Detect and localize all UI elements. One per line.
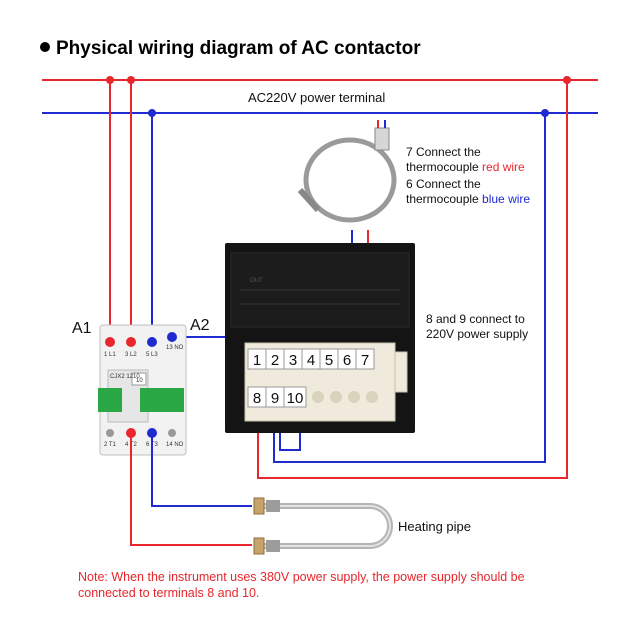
diagram-title: Physical wiring diagram of AC contactor bbox=[40, 38, 421, 60]
a2-label: A2 bbox=[190, 317, 210, 334]
contactor-model-label: CJX2 1210 bbox=[110, 374, 140, 380]
warning-note-line2: connected to terminals 8 and 10. bbox=[78, 586, 259, 600]
contactor-t1-label: 2 T1 bbox=[104, 442, 117, 448]
supply-note-line1: 8 and 9 connect to bbox=[426, 312, 525, 326]
top-terminal-row: 1 2 3 4 5 6 7 bbox=[247, 348, 375, 370]
thermo-red-note-line1: 7 Connect the bbox=[406, 145, 481, 159]
terminal-2-label: 2 bbox=[271, 352, 279, 369]
supply-note-line2: 220V power supply bbox=[426, 327, 528, 341]
terminal-6-label: 6 bbox=[343, 352, 351, 369]
temperature-controller: OUT bbox=[225, 243, 415, 433]
ac-contactor bbox=[98, 324, 187, 456]
thermo-blue-wire-text: blue wire bbox=[482, 192, 530, 206]
terminal-5-label: 5 bbox=[325, 352, 333, 369]
terminal-9-label: 9 bbox=[271, 390, 279, 407]
heating-pipe-label: Heating pipe bbox=[398, 519, 471, 534]
wire-heater-red bbox=[130, 433, 252, 546]
thermocouple-probe bbox=[297, 120, 397, 223]
contactor-l3-label: 5 L3 bbox=[146, 352, 158, 358]
heating-pipe bbox=[253, 497, 393, 555]
wire-supply-8 bbox=[257, 80, 568, 479]
power-terminal-label: AC220V power terminal bbox=[248, 90, 385, 105]
terminal-10-label: 10 bbox=[287, 390, 304, 407]
contactor-l2-label: 3 L2 bbox=[125, 352, 137, 358]
terminal-8-label: 8 bbox=[253, 390, 261, 407]
terminal-7-label: 7 bbox=[361, 352, 369, 369]
thermo-red-note-line2: thermocouple red wire bbox=[406, 160, 525, 174]
bottom-terminal-row: 8 9 10 bbox=[247, 386, 378, 408]
contactor-13-label: 13 NO bbox=[166, 345, 184, 351]
svg-text:OUT: OUT bbox=[250, 278, 263, 284]
contactor-aux-label: 10 bbox=[136, 378, 143, 384]
thermo-blue-note-line2: thermocouple blue wire bbox=[406, 192, 530, 206]
thermo-blue-prefix: thermocouple bbox=[406, 192, 482, 206]
a1-label: A1 bbox=[72, 320, 92, 337]
bullet-icon bbox=[40, 41, 50, 52]
thermo-red-prefix: thermocouple bbox=[406, 160, 482, 174]
terminal-3-label: 3 bbox=[289, 352, 297, 369]
warning-note-line1: Note: When the instrument uses 380V powe… bbox=[78, 570, 525, 584]
wire-heater-blue bbox=[151, 433, 252, 507]
title-text: Physical wiring diagram of AC contactor bbox=[56, 38, 421, 59]
thermo-blue-note-line1: 6 Connect the bbox=[406, 177, 481, 191]
thermo-red-wire-text: red wire bbox=[482, 160, 525, 174]
contactor-l1-label: 1 L1 bbox=[104, 352, 116, 358]
terminal-1-label: 1 bbox=[253, 352, 261, 369]
contactor-14-label: 14 NO bbox=[166, 442, 184, 448]
terminal-4-label: 4 bbox=[307, 352, 315, 369]
